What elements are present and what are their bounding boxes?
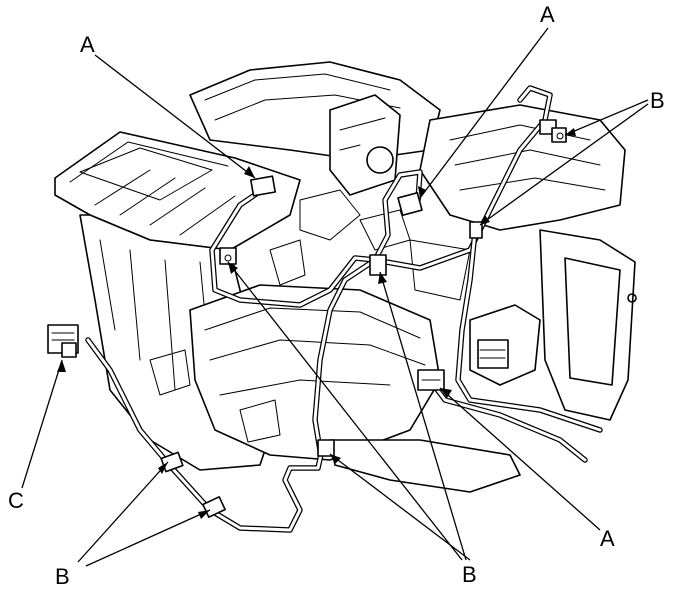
heater-housing bbox=[54, 61, 637, 493]
callout-b-bottom-left: B bbox=[55, 564, 70, 589]
callout-c-left: C bbox=[8, 488, 24, 513]
clip-b-5[interactable] bbox=[317, 439, 335, 457]
connectors bbox=[47, 175, 445, 391]
callout-a-top-right: A bbox=[540, 2, 555, 27]
callout-labels: A A A B B B C bbox=[8, 2, 665, 589]
callout-a-top-left: A bbox=[80, 32, 95, 57]
arrowheads bbox=[57, 128, 576, 519]
callout-b-top-right: B bbox=[650, 88, 665, 113]
clip-b-8[interactable] bbox=[551, 127, 567, 143]
clip-b-6[interactable] bbox=[469, 221, 483, 239]
leader-lines bbox=[21, 27, 649, 567]
wire-harness bbox=[85, 85, 603, 533]
clip-b-4[interactable] bbox=[369, 254, 387, 276]
connector-c[interactable] bbox=[47, 324, 79, 358]
clips bbox=[160, 119, 567, 518]
connector-a-top-right[interactable] bbox=[397, 191, 423, 217]
connector-a-top-left[interactable] bbox=[249, 175, 277, 197]
callout-b-bottom-right: B bbox=[462, 562, 477, 587]
clip-b-3[interactable] bbox=[219, 247, 237, 265]
callout-a-bottom-right: A bbox=[600, 526, 615, 551]
